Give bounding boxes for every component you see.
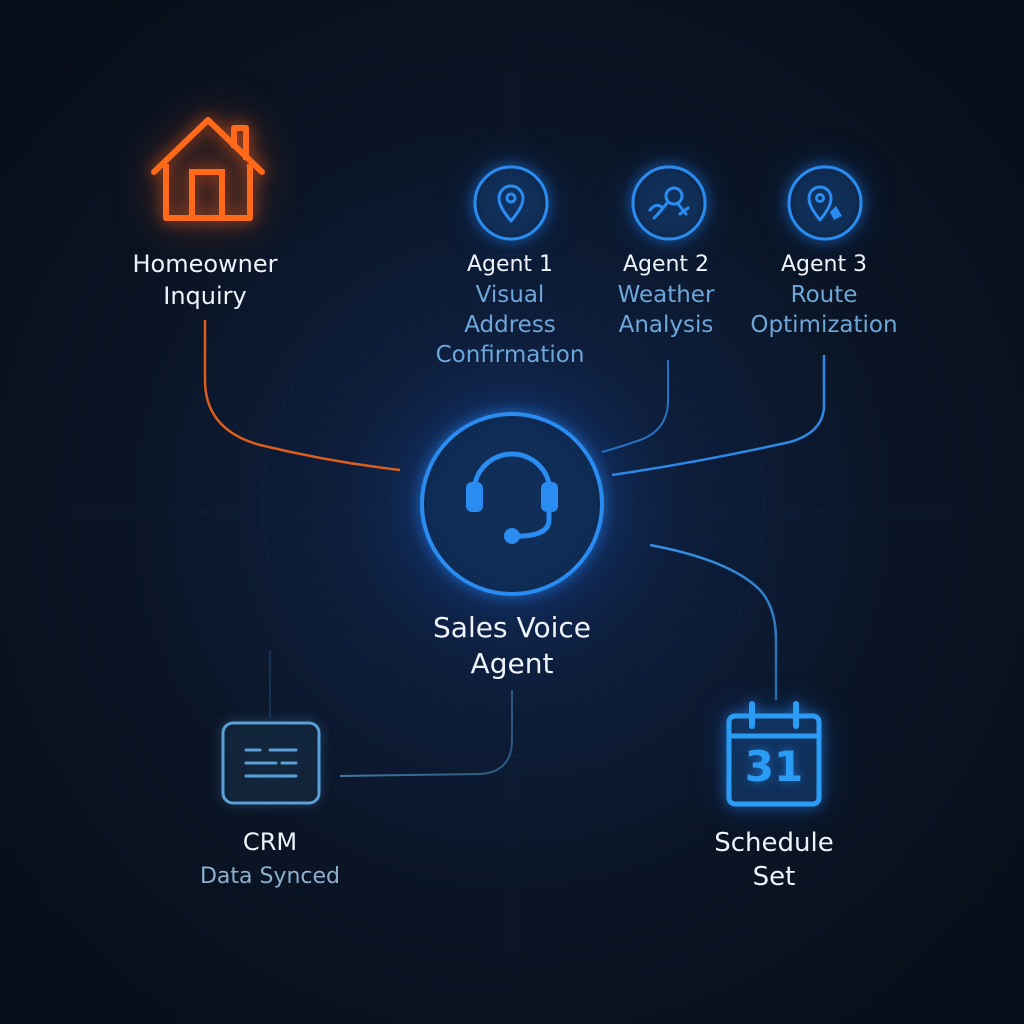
headset-icon	[420, 412, 604, 596]
homeowner-title-line2: Inquiry	[163, 282, 247, 310]
wire-agent3-sales	[611, 355, 826, 477]
sales-agent-title-line1: Sales Voice	[433, 611, 591, 644]
agent2-title: Agent 2	[622, 252, 710, 277]
schedule-label: Schedule Set	[714, 826, 833, 894]
agent1-label: Agent 1 Visual Address Confirmation	[436, 250, 585, 370]
agent1-subtitle-line2: Address	[464, 312, 556, 338]
background-ring	[262, 255, 764, 757]
agent2-label: Agent 2 Weather Analysis	[618, 250, 715, 340]
homeowner-title-line1: Homeowner	[132, 250, 278, 278]
agent2-subtitle-line1: Weather	[617, 282, 715, 308]
agent3-subtitle-line1: Route	[790, 282, 858, 308]
agent1-subtitle-line1: Visual	[475, 282, 545, 308]
calendar-day-number: 31	[744, 742, 804, 791]
calendar-icon	[726, 701, 822, 807]
sales-agent-title-line2: Agent	[470, 647, 554, 680]
agent3-label: Agent 3 Route Optimization	[750, 250, 897, 340]
wire-agent2-sales	[601, 360, 669, 453]
agent1-subtitle-line3: Confirmation	[435, 342, 585, 368]
wire-homeowner-sales	[203, 320, 401, 472]
map-pin-icon	[473, 165, 549, 241]
agent2-subtitle-line2: Analysis	[618, 312, 714, 338]
homeowner-label: Homeowner Inquiry	[132, 248, 277, 312]
agent3-title: Agent 3	[780, 252, 868, 277]
agent3-subtitle-line2: Optimization	[750, 312, 898, 338]
route-pin-icon	[787, 165, 863, 241]
analysis-icon	[631, 165, 707, 241]
sales-agent-label: Sales Voice Agent	[433, 610, 591, 682]
wire-sales-schedule	[649, 543, 778, 700]
house-icon	[151, 117, 265, 221]
wire-sales-crm	[339, 690, 513, 777]
agent1-title: Agent 1	[466, 252, 554, 277]
crm-label: CRM Data Synced	[200, 826, 340, 892]
crm-subtitle: Data Synced	[199, 864, 341, 889]
schedule-title-line1: Schedule	[714, 828, 834, 858]
crm-card-icon	[221, 721, 321, 805]
crm-title: CRM	[242, 828, 298, 856]
schedule-title-line2: Set	[752, 862, 796, 892]
